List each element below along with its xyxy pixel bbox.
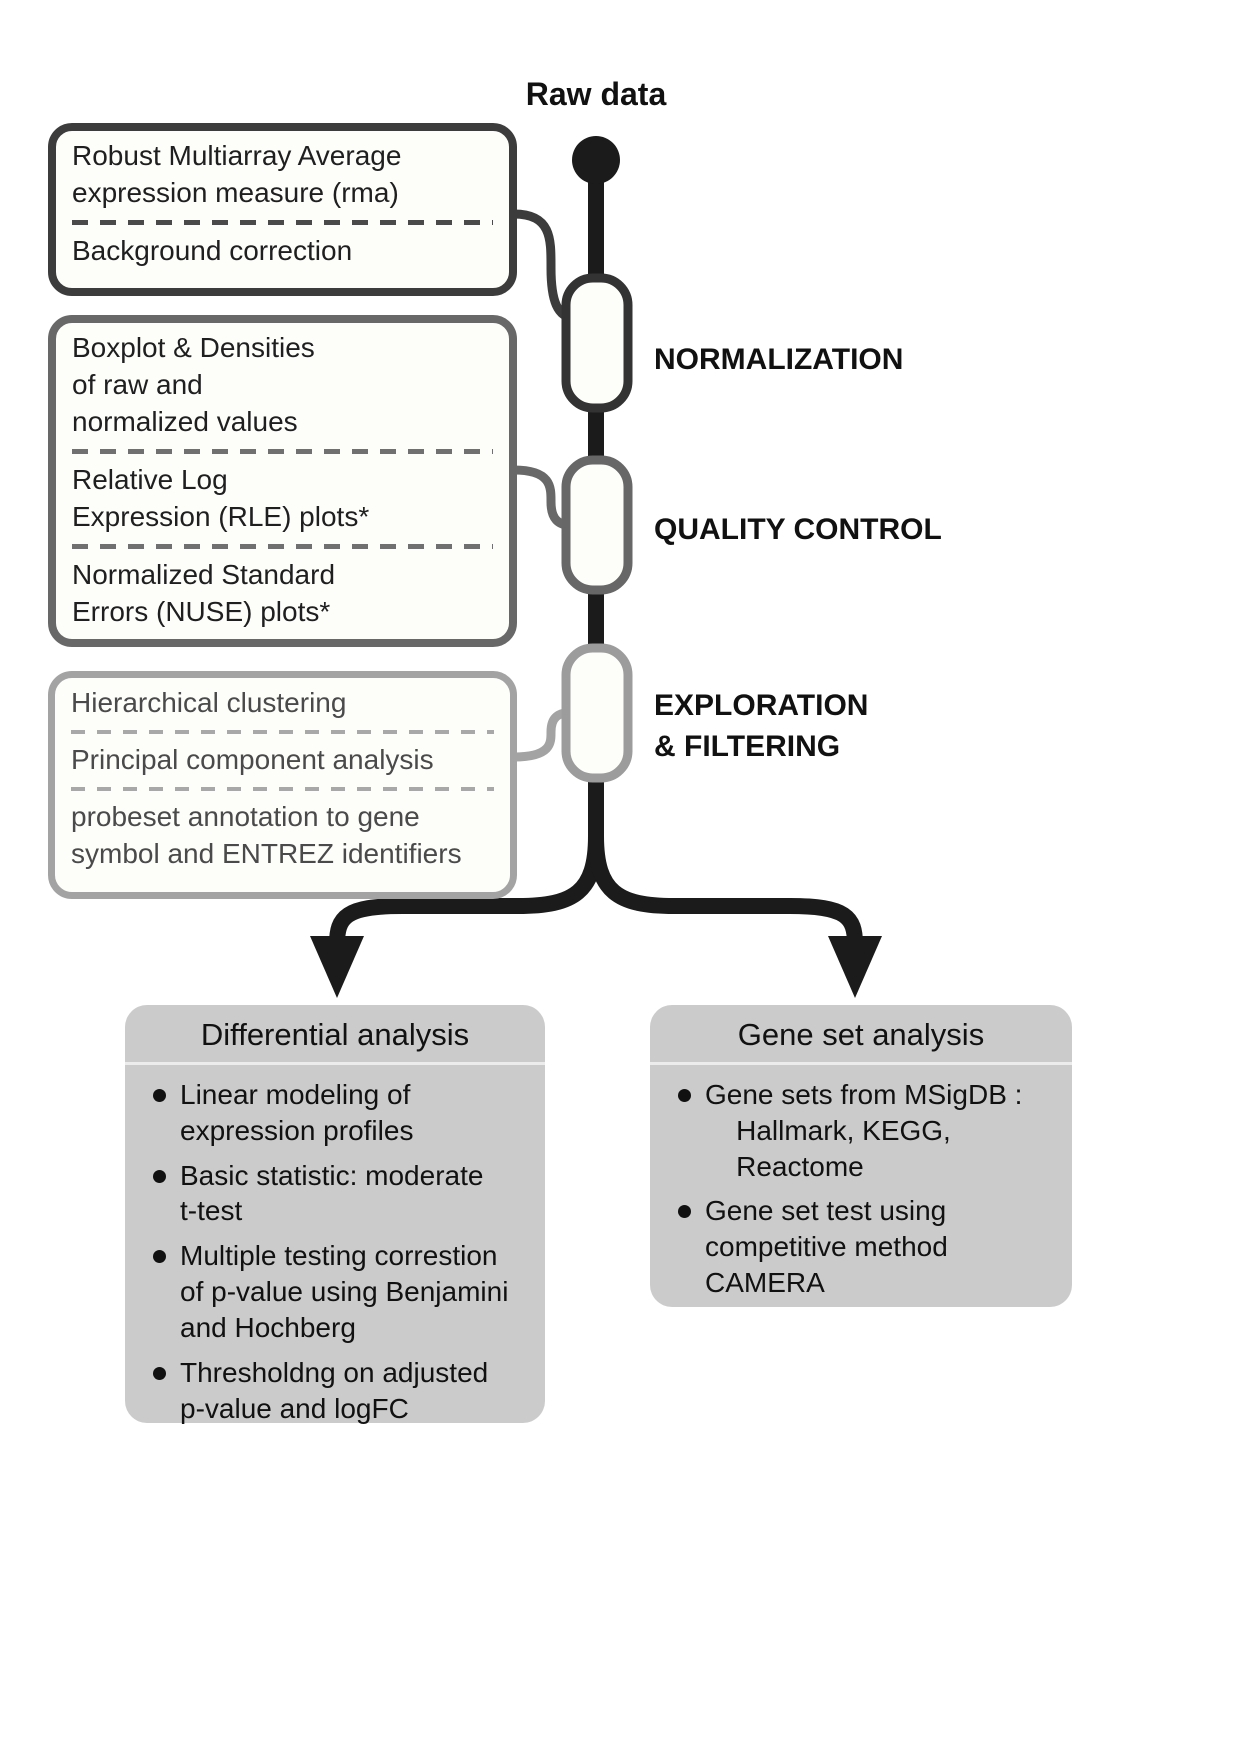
process-step: Background correction <box>72 234 353 266</box>
connector-normalization <box>513 209 576 323</box>
raw-data-label: Raw data <box>525 76 667 112</box>
normalization-node <box>561 273 633 413</box>
bullet-icon <box>153 1169 166 1183</box>
stage-label-normalization: NORMALIZATION <box>654 343 904 376</box>
arrowhead-left-icon <box>310 936 364 998</box>
stage-label-exploration-filtering: EXPLORATION & FILTERING <box>654 689 869 763</box>
list-item: Gene set test using competitive method C… <box>650 1193 1072 1300</box>
list-item: Gene sets from MSigDB : Hallmark, KEGG, … <box>650 1077 1072 1184</box>
arrowhead-right-icon <box>828 936 882 998</box>
quality-control-steps-box: Boxplot & Densities of raw and normalize… <box>48 315 517 647</box>
bullet-text: Linear modeling of expression profiles <box>180 1079 414 1146</box>
quality-control-node <box>561 455 633 595</box>
gene-set-analysis-box: Gene set analysis Gene sets from MSigDB … <box>650 1005 1072 1307</box>
bullet-text: Gene sets from MSigDB : Hallmark, KEGG, … <box>705 1079 1023 1182</box>
stage-label-quality-control: QUALITY CONTROL <box>654 513 942 546</box>
list-item: Basic statistic: moderate t-test <box>125 1158 545 1230</box>
process-step: Normalized Standard Errors (NUSE) plots* <box>72 558 336 627</box>
dashed-divider <box>72 543 493 549</box>
process-step: Hierarchical clustering <box>71 687 347 718</box>
title-divider <box>125 1062 545 1065</box>
process-step: Principal component analysis <box>71 743 434 775</box>
bullet-icon <box>678 1205 691 1219</box>
exploration-node <box>561 643 633 783</box>
dashed-divider <box>72 219 493 225</box>
gene-set-bullet-list: Gene sets from MSigDB : Hallmark, KEGG, … <box>650 1077 1072 1301</box>
bullet-text: Multiple testing correstion of p-value u… <box>180 1240 509 1343</box>
bullet-text: Basic statistic: moderate t-test <box>180 1159 484 1227</box>
bullet-text: Thresholdng on adjusted p-value and logF… <box>180 1356 489 1424</box>
bullet-icon <box>153 1366 166 1380</box>
differential-analysis-title: Differential analysis <box>200 1017 470 1052</box>
exploration-steps-box: Hierarchical clustering Principal compon… <box>48 671 517 899</box>
differential-bullet-list: Linear modeling of expression profiles B… <box>125 1077 545 1426</box>
dashed-divider <box>71 786 494 791</box>
bullet-text: Gene set test using competitive method C… <box>705 1195 948 1299</box>
dashed-divider <box>71 729 494 734</box>
connector-quality-control <box>513 465 576 531</box>
list-item: Thresholdng on adjusted p-value and logF… <box>125 1355 545 1427</box>
differential-analysis-box: Differential analysis Linear modeling of… <box>125 1005 545 1426</box>
dashed-divider <box>72 448 493 454</box>
gene-set-analysis-title: Gene set analysis <box>737 1017 985 1052</box>
process-step: Robust Multiarray Average expression mea… <box>72 140 402 208</box>
raw-data-dot <box>572 136 620 184</box>
connector-exploration <box>513 707 576 762</box>
list-item: Linear modeling of expression profiles <box>125 1077 545 1149</box>
process-step: Relative Log Expression (RLE) plots* <box>72 463 370 532</box>
branch-right <box>588 835 863 945</box>
normalization-steps-box: Robust Multiarray Average expression mea… <box>48 123 517 296</box>
title-divider <box>650 1062 1072 1065</box>
list-item: Multiple testing correstion of p-value u… <box>125 1238 545 1345</box>
process-step: Boxplot & Densities of raw and normalize… <box>72 332 315 437</box>
bullet-icon <box>153 1250 166 1264</box>
process-step: probeset annotation to gene symbol and E… <box>71 800 462 869</box>
bullet-icon <box>678 1089 691 1102</box>
bullet-icon <box>153 1089 166 1102</box>
